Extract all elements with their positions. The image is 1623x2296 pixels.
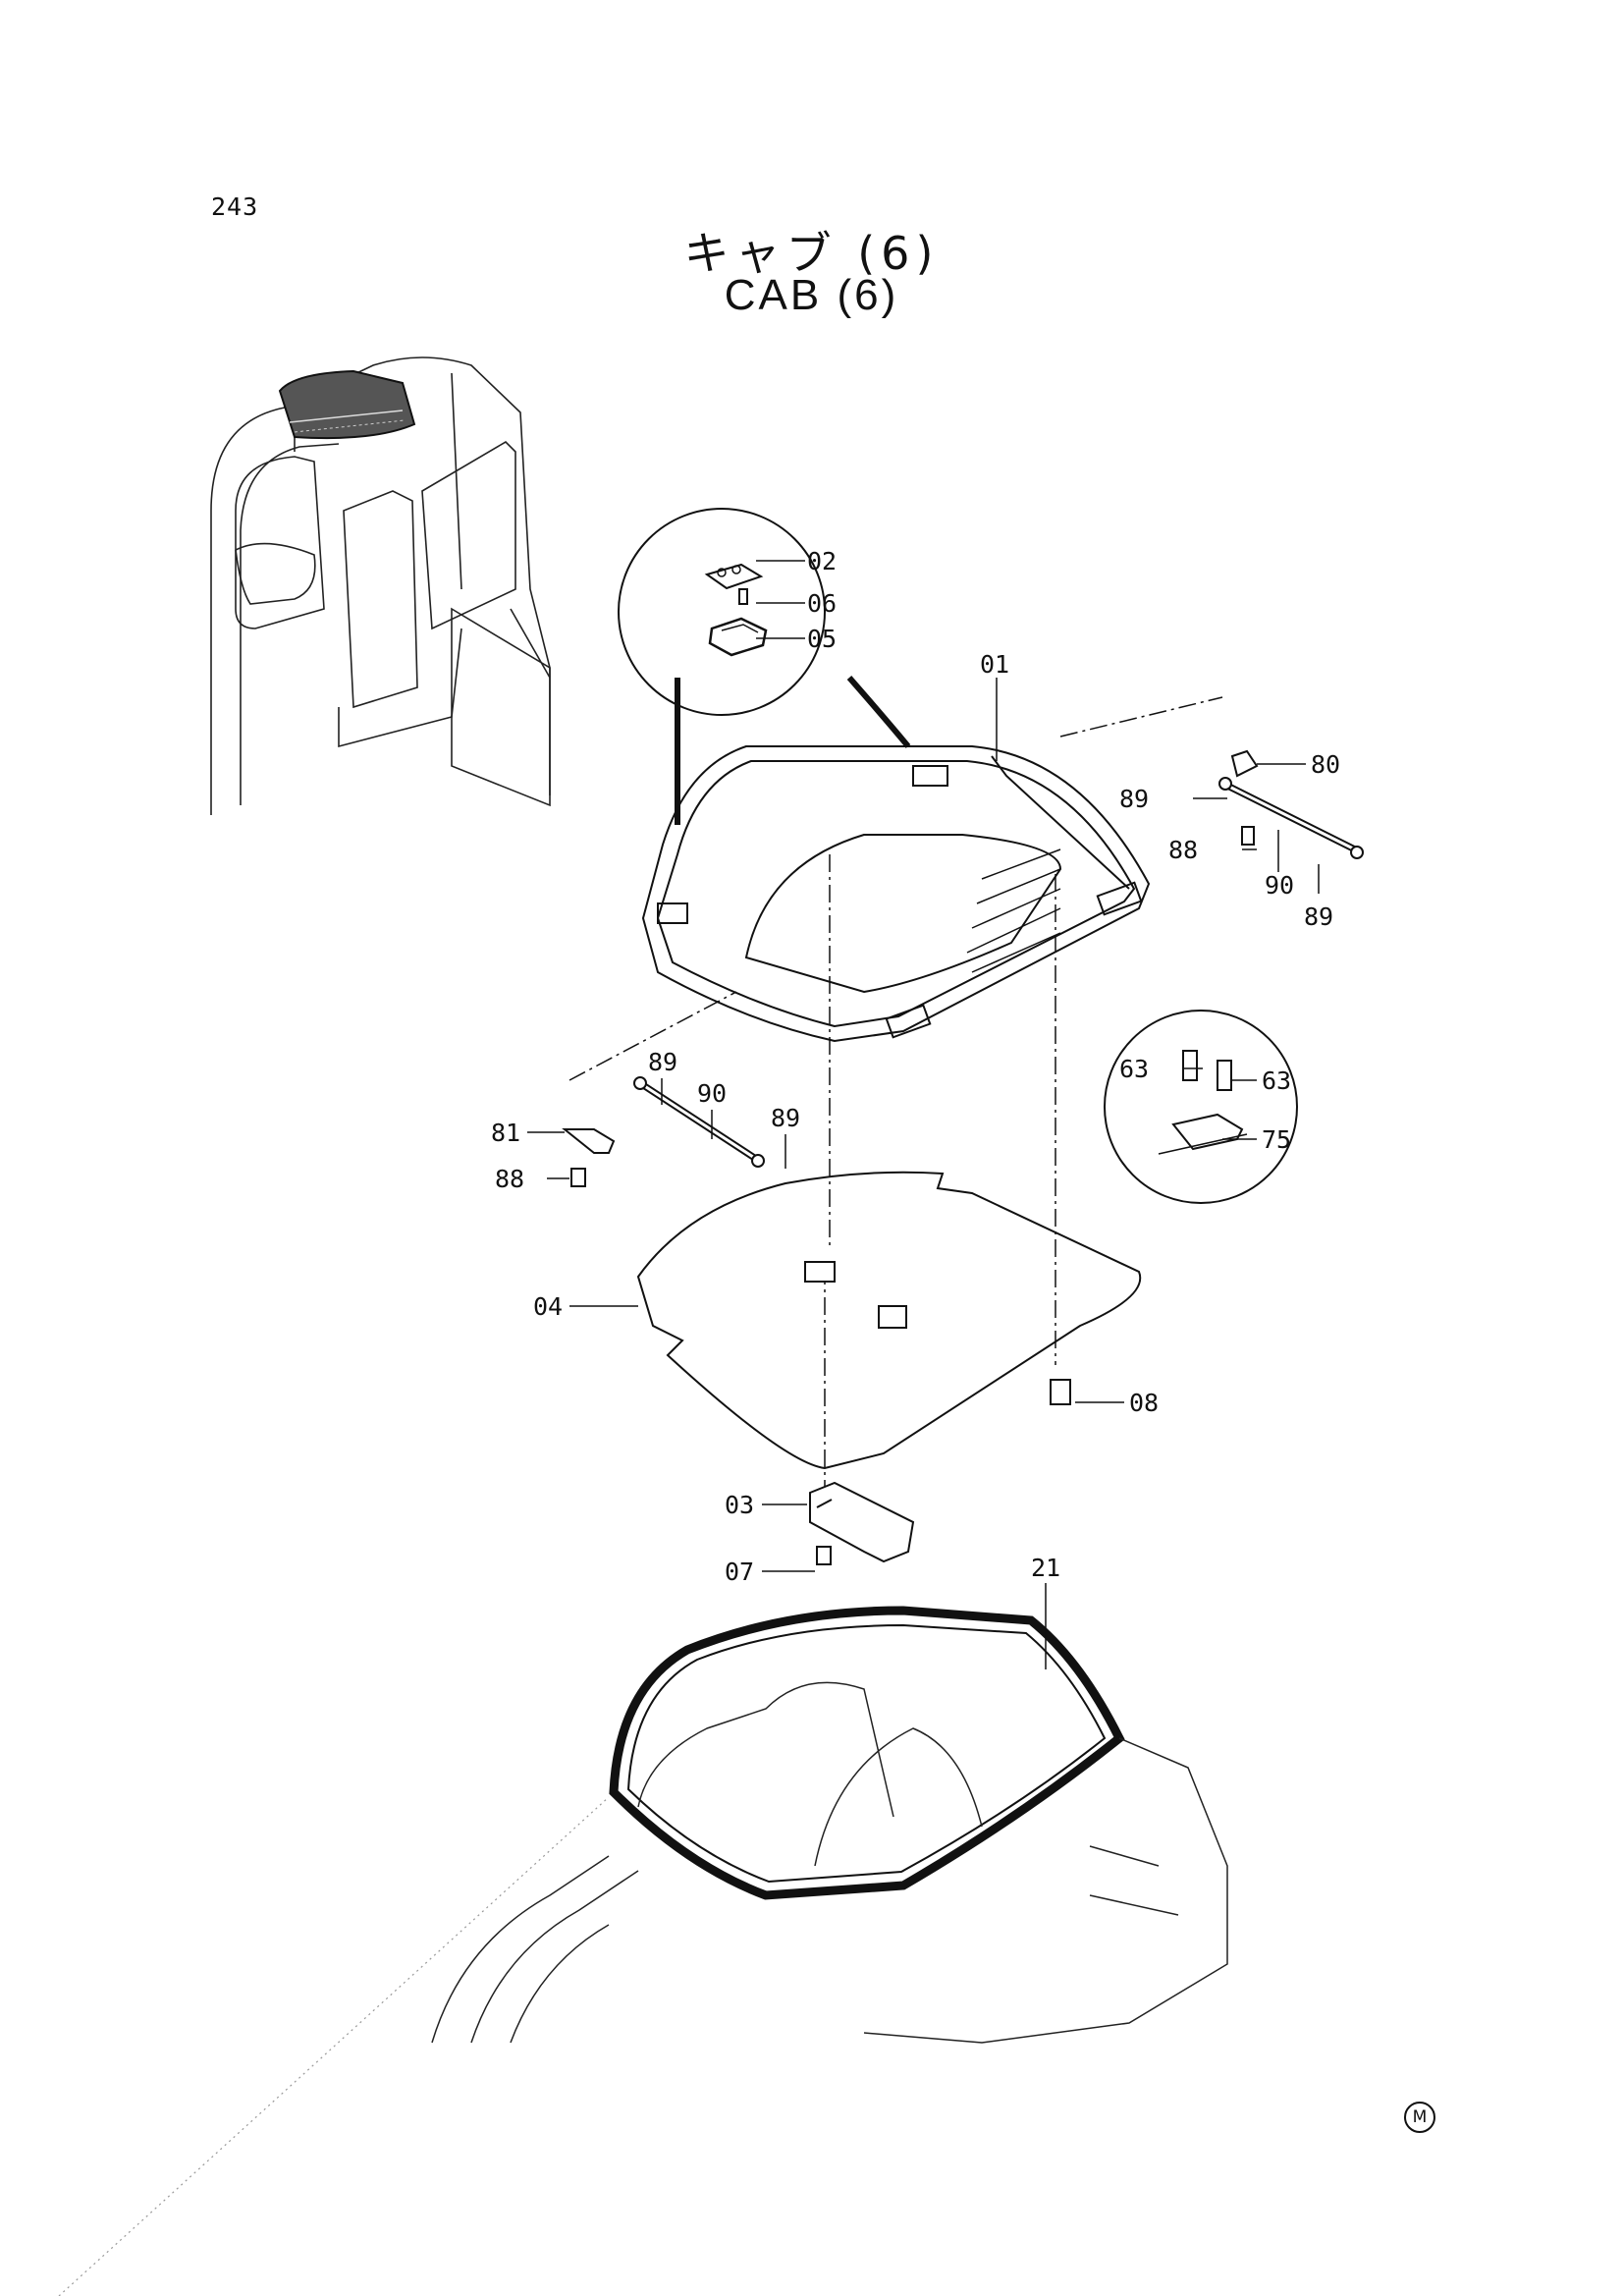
guide-dotted-line — [58, 1796, 610, 2296]
callout-leaders — [527, 560, 1320, 1669]
detail-circle-hinge — [1104, 1010, 1298, 1204]
callout-05: 05 — [807, 625, 837, 653]
callout-63-right: 63 — [1262, 1066, 1291, 1095]
inner-plate — [636, 1171, 1142, 1470]
detail-circle-latch — [618, 508, 826, 716]
callout-03: 03 — [725, 1491, 754, 1519]
title-japanese: キャブ (6) — [683, 227, 940, 280]
callout-89-left-top: 89 — [648, 1048, 677, 1076]
callout-75: 75 — [1262, 1125, 1291, 1154]
cab-roof-sketch — [431, 1681, 1228, 2044]
callout-07: 07 — [725, 1558, 754, 1586]
callout-08: 08 — [1129, 1389, 1159, 1417]
detail-leader-right — [846, 676, 911, 748]
callout-88-right: 88 — [1168, 836, 1198, 864]
title-english: CAB (6) — [724, 271, 899, 319]
callout-81: 81 — [491, 1119, 520, 1147]
callout-88-left: 88 — [495, 1165, 524, 1193]
right-strut-assembly — [1218, 749, 1364, 859]
callout-90-left: 90 — [697, 1079, 727, 1108]
handle-parts — [809, 1481, 915, 1565]
clip-08 — [1050, 1379, 1071, 1405]
callout-21: 21 — [1031, 1554, 1060, 1582]
callout-04: 04 — [533, 1292, 563, 1321]
assembly-centerlines — [568, 696, 1223, 1532]
callout-63-left: 63 — [1119, 1055, 1149, 1083]
callout-89-left-right: 89 — [771, 1104, 800, 1132]
callout-02: 02 — [807, 547, 837, 575]
callout-89-right-bottom: 89 — [1304, 902, 1333, 931]
callout-90-right: 90 — [1265, 871, 1294, 900]
callout-labels: 02 06 05 01 80 89 88 90 89 63 63 75 89 9… — [491, 547, 1340, 1586]
callout-01: 01 — [980, 650, 1009, 679]
left-strut-assembly — [562, 1076, 765, 1187]
callout-89-right-top: 89 — [1119, 785, 1149, 813]
callout-06: 06 — [807, 589, 837, 618]
roof-hatch-highlight — [278, 369, 416, 440]
seal-gasket — [609, 1606, 1125, 1900]
registered-mark-icon: M — [1404, 2102, 1435, 2133]
hatch-frame — [641, 745, 1151, 1043]
callout-80: 80 — [1311, 750, 1340, 779]
page-number: 243 — [211, 192, 259, 221]
